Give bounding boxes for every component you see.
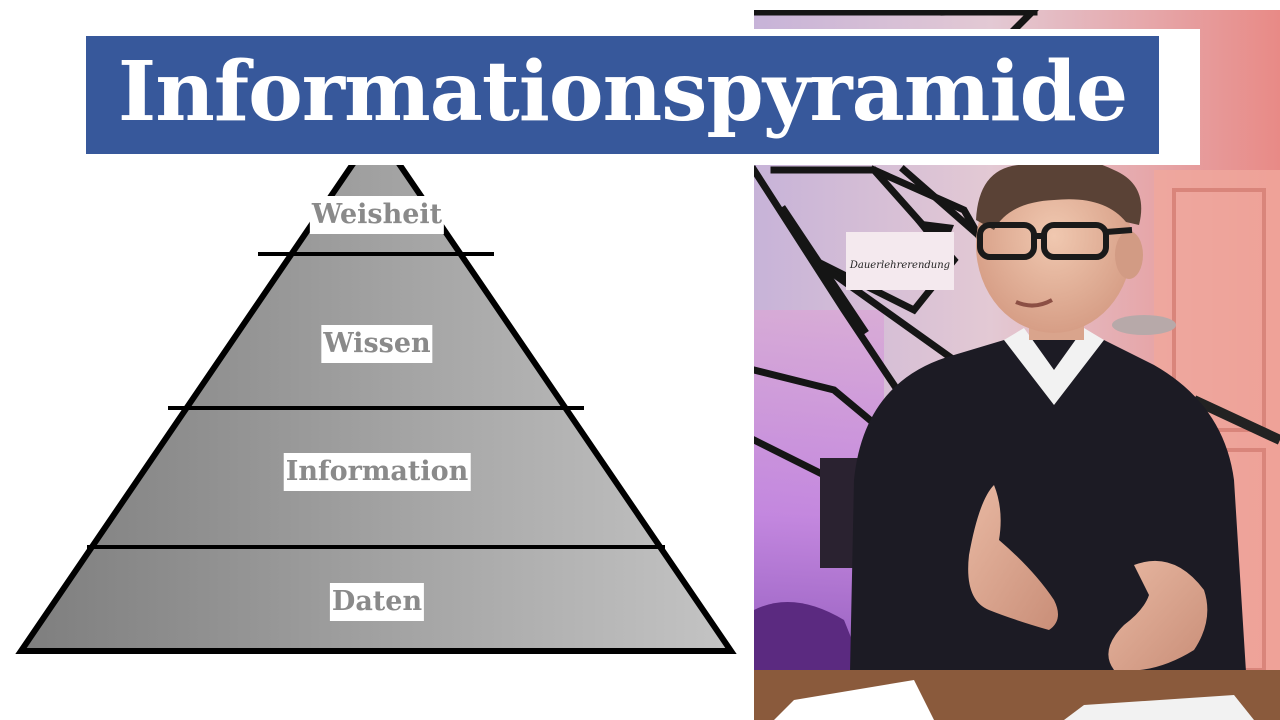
title-banner: Informationspyramide — [86, 36, 1159, 154]
information-pyramid — [15, 124, 737, 654]
pyramid-label-weisheit: Weisheit — [309, 196, 445, 234]
pyramid-label-daten: Daten — [329, 583, 425, 621]
pyramid-body — [15, 124, 737, 654]
page-title: Informationspyramide — [117, 44, 1128, 140]
wall-sign-text: Dauerlehrerendung — [849, 260, 950, 271]
pyramid-label-wissen: Wissen — [321, 325, 433, 363]
pyramid-label-information: Information — [283, 453, 471, 491]
